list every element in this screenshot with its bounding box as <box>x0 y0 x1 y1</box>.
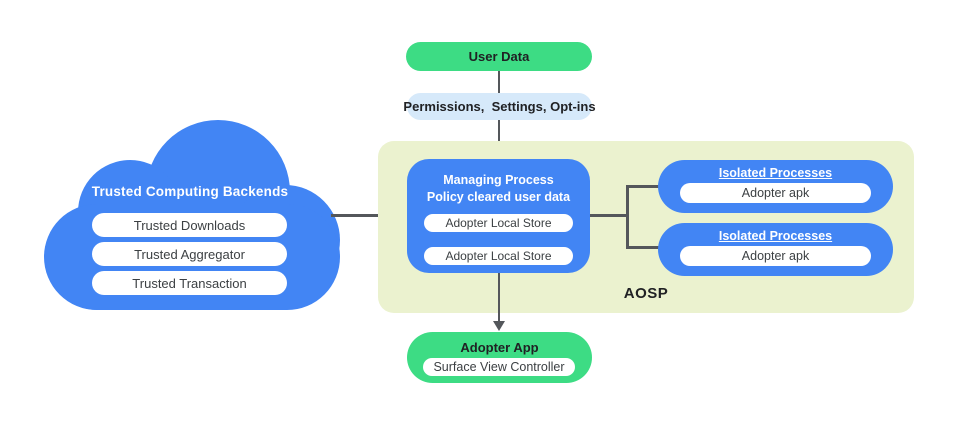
connector-bracket-vertical <box>626 185 629 249</box>
connector-managing-bracket <box>590 214 628 217</box>
managing-process-title: Managing Process Policy cleared user dat… <box>407 172 590 206</box>
adopter-local-store-pill: Adopter Local Store <box>424 214 573 232</box>
managing-process-node: Managing Process Policy cleared user dat… <box>407 159 590 273</box>
trusted-transaction-pill: Trusted Transaction <box>92 271 287 295</box>
trusted-aggregator-pill: Trusted Aggregator <box>92 242 287 266</box>
managing-title-line2: Policy cleared user data <box>426 190 571 204</box>
cloud-title: Trusted Computing Backends <box>91 184 289 199</box>
permissions-node: Permissions, Settings, Opt-ins <box>403 93 596 120</box>
arrow-down-icon <box>493 321 505 331</box>
user-data-node: User Data <box>406 42 592 71</box>
connector-cloud-managing <box>331 214 408 217</box>
adopter-apk-pill: Adopter apk <box>680 246 871 266</box>
isolated-process-node: Isolated Processes Adopter apk <box>658 160 893 213</box>
adopter-local-store-pill: Adopter Local Store <box>424 247 573 265</box>
managing-title-line1: Managing Process <box>443 173 554 187</box>
connector-userdata-permissions <box>498 70 500 94</box>
connector-bracket-top <box>626 185 660 188</box>
trusted-downloads-pill: Trusted Downloads <box>92 213 287 237</box>
connector-bracket-bottom <box>626 246 660 249</box>
adopter-app-node: Adopter App Surface View Controller <box>407 332 592 383</box>
isolated-process-node: Isolated Processes Adopter apk <box>658 223 893 276</box>
aosp-label: AOSP <box>623 285 669 302</box>
connector-permissions-managing <box>498 118 500 160</box>
surface-view-controller-pill: Surface View Controller <box>423 358 575 376</box>
connector-managing-adopter <box>498 273 500 323</box>
adopter-apk-pill: Adopter apk <box>680 183 871 203</box>
adopter-app-title: Adopter App <box>460 340 539 355</box>
isolated-process-title: Isolated Processes <box>718 229 833 243</box>
isolated-process-title: Isolated Processes <box>718 166 833 180</box>
